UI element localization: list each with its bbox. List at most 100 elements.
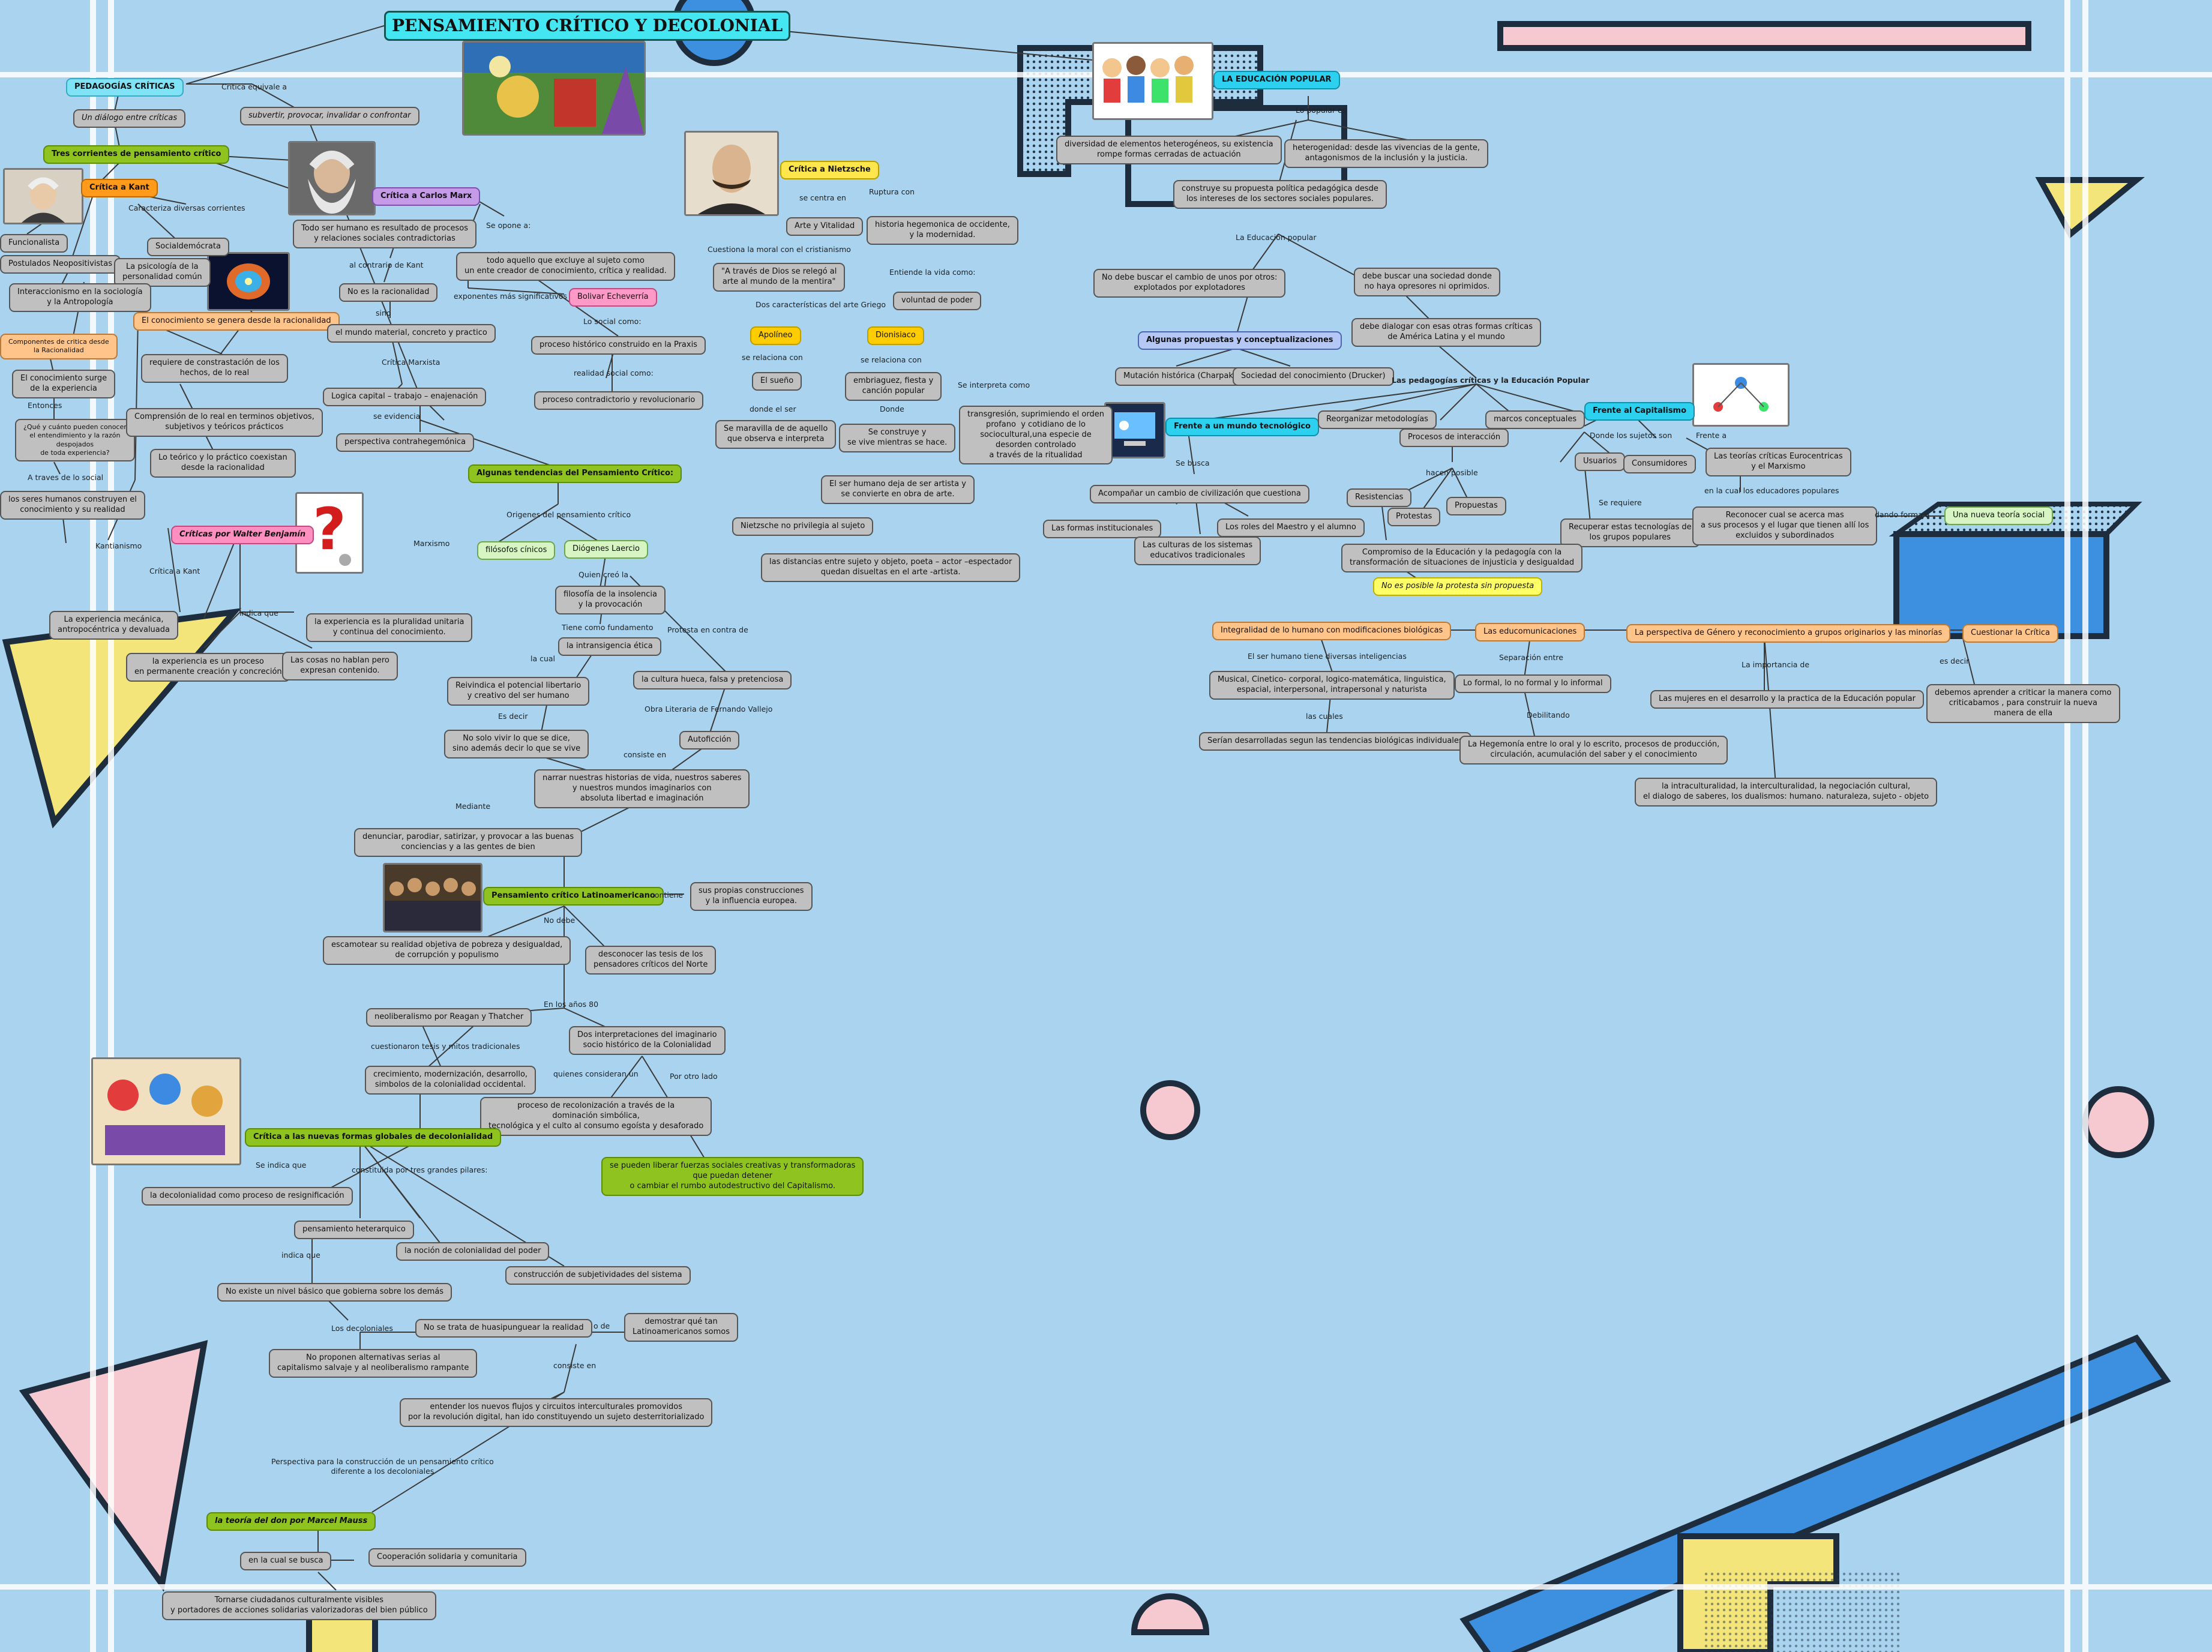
node-acompanar-cambio[interactable]: Acompañar un cambio de civilización que … (1090, 485, 1309, 503)
node-neoliberalismo[interactable]: neoliberalismo por Reagan y Thatcher (366, 1008, 532, 1027)
node-sociedad-conocimiento[interactable]: Sociedad del conocimiento (Drucker) (1233, 367, 1394, 386)
node-consumidores[interactable]: Consumidores (1623, 455, 1696, 473)
node-filosofos-cinicos[interactable]: filósofos cínicos (477, 541, 556, 560)
node-heterarquico[interactable]: pensamiento heterarquico (294, 1221, 414, 1239)
node-filosofia-insolencia[interactable]: filosofía de la insolencia y la provocac… (555, 586, 666, 614)
node-narrar[interactable]: narrar nuestras historias de vida, nuest… (534, 769, 750, 808)
node-marcos-conceptuales[interactable]: marcos conceptuales (1485, 410, 1585, 429)
node-cosas-no-hablan[interactable]: Las cosas no hablan pero expresan conten… (282, 652, 398, 680)
node-formas-institucionales[interactable]: Las formas institucionales (1043, 520, 1162, 538)
node-heterogenidad[interactable]: heterogenidad: desde las vivencias de la… (1284, 139, 1488, 168)
node-subvertir[interactable]: subvertir, provocar, invalidar o confron… (240, 107, 419, 125)
node-compromiso[interactable]: Compromiso de la Educación y la pedagogí… (1341, 544, 1583, 572)
node-educacion-popular[interactable]: LA EDUCACIÓN POPULAR (1213, 71, 1340, 89)
node-mutacion[interactable]: Mutación histórica (Charpak) (1115, 367, 1245, 386)
node-interaccionismo[interactable]: Interaccionismo en la sociología y la An… (9, 283, 151, 312)
node-pensamiento-latinoamericano[interactable]: Pensamiento crítico Latinoamericano (483, 887, 664, 906)
node-pluralidad[interactable]: la experiencia es la pluralidad unitaria… (306, 613, 473, 642)
node-no-solo-vivir[interactable]: No solo vivir lo que se dice, sino ademá… (444, 730, 589, 758)
node-teorico-practico[interactable]: Lo teórico y lo práctico coexistan desde… (150, 449, 296, 478)
node-pedagogias-criticas[interactable]: PEDAGOGÍAS CRÍTICAS (66, 78, 184, 97)
node-propias-construcciones[interactable]: sus propias construcciones y la influenc… (690, 882, 813, 911)
node-subjetividades[interactable]: construcción de subjetividades del siste… (505, 1266, 691, 1285)
node-voluntad-poder[interactable]: voluntad de poder (893, 292, 982, 310)
node-dialogar[interactable]: debe dialogar con esas otras formas crít… (1351, 318, 1541, 347)
node-colonialidad-poder[interactable]: la noción de colonialidad del poder (396, 1242, 550, 1261)
node-cultura-hueca[interactable]: la cultura hueca, falsa y pretenciosa (633, 671, 792, 689)
node-sueno[interactable]: El sueño (752, 372, 802, 391)
node-denunciar[interactable]: denunciar, parodiar, satirizar, y provoc… (354, 828, 583, 857)
node-protestas[interactable]: Protestas (1387, 508, 1441, 526)
node-proceso-historico[interactable]: proceso histórico construido en la Praxi… (531, 336, 706, 355)
node-demostrar[interactable]: demostrar qué tan Latinoamericanos somos (624, 1313, 739, 1342)
node-autoficcion[interactable]: Autoficción (679, 731, 740, 749)
node-eurocentricas[interactable]: Las teorías críticas Eurocentricas y el … (1706, 448, 1851, 476)
node-dios-mentira[interactable]: "A través de Dios se relegó al arte al m… (713, 263, 846, 292)
node-integralidad[interactable]: Integralidad de lo humano con modificaci… (1212, 622, 1452, 640)
node-intraculturalidad[interactable]: la intraculturalidad, la interculturalid… (1635, 778, 1938, 806)
node-mujeres[interactable]: Las mujeres en el desarrollo y la practi… (1650, 690, 1924, 709)
node-no-privilegia[interactable]: Nietzsche no privilegia al sujeto (732, 517, 874, 536)
node-intransigencia[interactable]: la intransigencia ética (558, 637, 661, 656)
node-critica-decolonialidad[interactable]: Crítica a las nuevas formas globales de … (245, 1128, 502, 1147)
node-conocimiento-genera[interactable]: El conocimiento se genera desde la racio… (133, 312, 340, 331)
node-mundo-material[interactable]: el mundo material, concreto y practico (327, 324, 496, 343)
node-reorganizar[interactable]: Reorganizar metodologías (1318, 410, 1437, 429)
node-resistencias[interactable]: Resistencias (1347, 488, 1412, 507)
node-crecimiento[interactable]: crecimiento, modernización, desarrollo, … (365, 1066, 536, 1095)
node-postulados[interactable]: Postulados Neopositivistas (0, 255, 121, 274)
node-no-proponen[interactable]: No proponen alternativas serias al capit… (269, 1349, 478, 1378)
node-logica-capital[interactable]: Logica capital – trabajo – enajenación (323, 388, 487, 406)
node-usuarios[interactable]: Usuarios (1575, 452, 1626, 471)
node-aquello-excluye[interactable]: todo aquello que excluye al sujeto como … (456, 252, 675, 281)
node-apolineo[interactable]: Apolíneo (750, 326, 801, 345)
node-desconocer-tesis[interactable]: desconocer las tesis de los pensadores c… (585, 946, 717, 975)
node-arte-vitalidad[interactable]: Arte y Vitalidad (786, 217, 864, 236)
node-cuestionar-critica[interactable]: Cuestionar la Crítica (1962, 624, 2058, 643)
node-deja-de-ser-artista[interactable]: El ser humano deja de ser artista y se c… (821, 475, 975, 504)
node-no-es-posible[interactable]: No es posible la protesta sin propuesta (1373, 577, 1543, 596)
node-requiere[interactable]: requiere de constrastación de los hechos… (141, 354, 288, 383)
node-debe-buscar[interactable]: debe buscar una sociedad donde no haya o… (1354, 268, 1500, 296)
node-funcionalista[interactable]: Funcionalista (0, 234, 68, 253)
node-dionisiaco[interactable]: Dionisiaco (867, 326, 924, 345)
node-historia-hegemonica[interactable]: historia hegemonica de occidente, y la m… (867, 216, 1018, 245)
node-criticas-benjamin[interactable]: Críticas por Walter Benjamín (171, 526, 314, 544)
node-cooperacion[interactable]: Cooperación solidaria y comunitaria (368, 1548, 526, 1567)
node-recolonizacion[interactable]: proceso de recolonización a través de la… (480, 1097, 712, 1136)
node-conocimiento-surge[interactable]: El conocimiento surge de la experiencia (12, 370, 116, 398)
node-proceso-creacion[interactable]: la experiencia es un proceso en permanen… (126, 653, 290, 682)
node-contradictorio[interactable]: proceso contradictorio y revolucionario (534, 391, 704, 410)
node-formal[interactable]: Lo formal, lo no formal y lo informal (1455, 674, 1611, 693)
node-critica-nietzsche[interactable]: Crítica a Nietzsche (780, 161, 879, 179)
node-reivindica[interactable]: Reivindica el potencial libertario y cre… (447, 677, 590, 706)
node-distancias[interactable]: las distancias entre sujeto y objeto, po… (761, 553, 1021, 582)
node-propuestas[interactable]: Propuestas (1446, 497, 1506, 515)
node-transgresion[interactable]: transgresión, suprimiendo el orden profa… (959, 406, 1113, 465)
node-aprender-criticar[interactable]: debemos aprender a criticar la manera co… (1926, 684, 2120, 723)
node-educomunicaciones[interactable]: Las educomunicaciones (1475, 623, 1585, 641)
node-tornarse-ciudadanos[interactable]: Tornarse ciudadanos culturalmente visibl… (162, 1591, 436, 1620)
node-no-racionalidad[interactable]: No es la racionalidad (339, 283, 438, 302)
node-hegemonia[interactable]: La Hegemonía entre lo oral y lo escrito,… (1459, 736, 1728, 764)
node-recuperar-tecnologias[interactable]: Recuperar estas tecnologías de los grupo… (1560, 518, 1700, 547)
node-construye-propuesta[interactable]: construye su propuesta política pedagógi… (1173, 180, 1387, 209)
node-critica-marx[interactable]: Crítica a Carlos Marx (372, 187, 481, 206)
node-psicologia[interactable]: La psicología de la personalidad común (114, 258, 211, 287)
node-algunas-propuestas[interactable]: Algunas propuestas y conceptualizaciones (1138, 331, 1342, 350)
node-diogenes-laercio[interactable]: Diógenes Laercio (564, 540, 648, 559)
node-frente-tecnologico[interactable]: Frente a un mundo tecnológico (1165, 418, 1319, 436)
node-nueva-teoria[interactable]: Una nueva teoría social (1944, 506, 2054, 525)
node-socialdemocrata[interactable]: Socialdemócrata (147, 238, 229, 256)
node-embriaguez[interactable]: embriaguez, fiesta y canción popular (845, 372, 942, 401)
node-en-la-cual[interactable]: en la cual se busca (240, 1552, 332, 1570)
node-experiencia-mecanica[interactable]: La experiencia mecánica, antropocéntrica… (49, 611, 178, 640)
node-culturas-sistemas[interactable]: Las culturas de los sistemas educativos … (1134, 536, 1261, 565)
node-frente-capitalismo[interactable]: Frente al Capitalismo (1584, 402, 1695, 421)
node-teoria-don[interactable]: la teoría del don por Marcel Mauss (206, 1512, 376, 1531)
node-componentes-critica[interactable]: Componentes de critica desde la Racional… (0, 334, 118, 359)
node-dialogo-criticas[interactable]: Un diálogo entre críticas (73, 109, 186, 128)
node-huasipunguear[interactable]: No se trata de huasipunguear la realidad (415, 1319, 592, 1338)
node-serian-desarrolladas[interactable]: Serían desarrolladas segun las tendencia… (1199, 732, 1471, 751)
node-dos-interpretaciones[interactable]: Dos interpretaciones del imaginario soci… (569, 1026, 726, 1055)
